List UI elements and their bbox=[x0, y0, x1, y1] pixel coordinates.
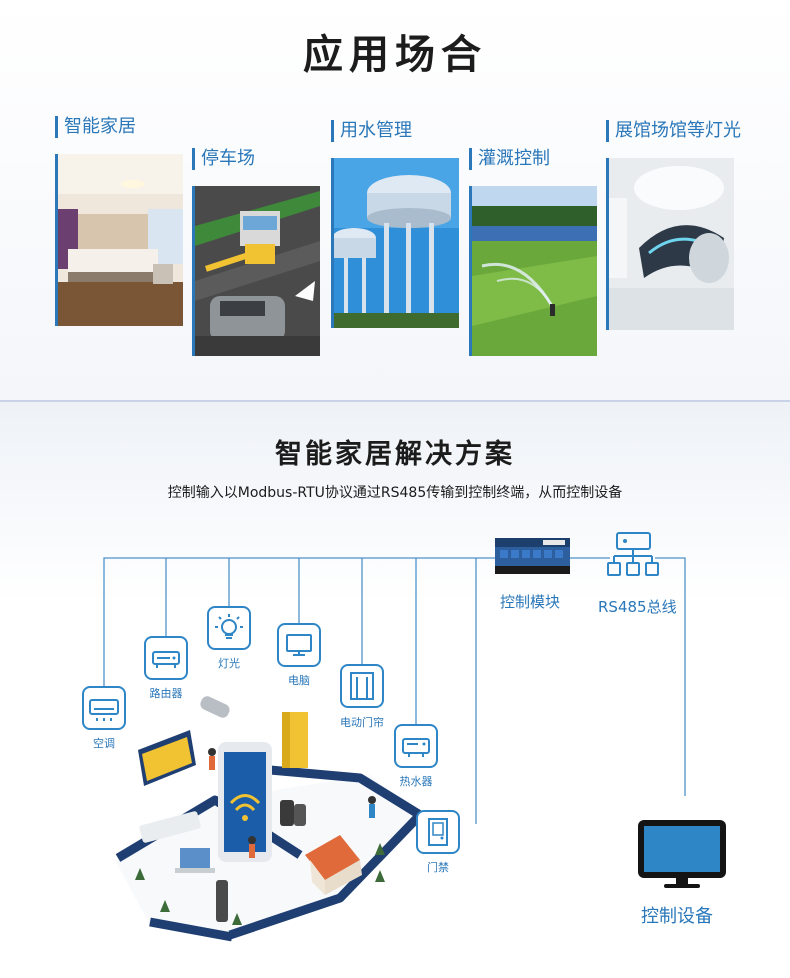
scene-label-exhibition: 展馆场馆等灯光 bbox=[606, 118, 741, 144]
connection-lines bbox=[103, 557, 686, 824]
computer-node bbox=[277, 623, 321, 667]
water-heater-icon bbox=[402, 738, 430, 757]
monitor-icon bbox=[286, 634, 312, 656]
air-conditioner-icon bbox=[89, 699, 119, 721]
smart-home-photo bbox=[55, 154, 183, 326]
door-access-node bbox=[416, 810, 460, 854]
door-access-icon bbox=[428, 818, 448, 846]
scene-exhibition-lighting: 展馆场馆等灯光 bbox=[606, 118, 790, 330]
router-icon bbox=[152, 651, 180, 668]
door-curtain-node bbox=[340, 664, 384, 708]
scene-label-smart-home: 智能家居 bbox=[55, 114, 136, 140]
control-module-label: 控制模块 bbox=[500, 593, 561, 611]
door-curtain-icon bbox=[350, 672, 374, 700]
scene-label-irrigation: 灌溉控制 bbox=[469, 146, 550, 172]
router-node bbox=[144, 636, 188, 680]
irrigation-photo bbox=[469, 186, 597, 356]
page-title: 应用场合 bbox=[303, 32, 487, 78]
control-terminal-icon bbox=[638, 820, 726, 888]
exhibition-hall-photo bbox=[606, 158, 734, 330]
device-label-router: 路由器 bbox=[149, 687, 183, 700]
scene-parking: 停车场 bbox=[192, 146, 322, 356]
device-label-computer: 电脑 bbox=[288, 674, 310, 687]
smart-home-illustration bbox=[115, 696, 425, 942]
solution-title: 智能家居解决方案 bbox=[275, 439, 515, 470]
control-terminal-label: 控制设备 bbox=[641, 906, 713, 927]
rs485-bus-label: RS485总线 bbox=[598, 598, 677, 616]
rs485-bus-icon bbox=[607, 532, 659, 576]
control-module-icon bbox=[495, 538, 570, 574]
air-conditioner-node bbox=[82, 686, 126, 730]
section-divider bbox=[0, 400, 790, 402]
solution-description: 控制输入以Modbus-RTU协议通过RS485传输到控制终端，从而控制设备 bbox=[167, 485, 623, 501]
scene-smart-home: 智能家居 bbox=[55, 114, 185, 330]
scene-label-water: 用水管理 bbox=[331, 118, 412, 144]
parking-photo bbox=[192, 186, 320, 356]
device-label-air-conditioner: 空调 bbox=[93, 737, 115, 750]
water-heater-node bbox=[394, 724, 438, 768]
light-bulb-icon bbox=[215, 614, 243, 639]
device-label-door-access: 门禁 bbox=[427, 861, 449, 874]
device-label-water-heater: 热水器 bbox=[399, 775, 433, 788]
scene-label-parking: 停车场 bbox=[192, 146, 255, 172]
device-label-door-curtain: 电动门帘 bbox=[340, 716, 384, 729]
device-label-light: 灯光 bbox=[218, 657, 240, 670]
water-tower-photo bbox=[331, 158, 459, 328]
scene-irrigation: 灌溉控制 bbox=[469, 146, 599, 356]
scene-water-management: 用水管理 bbox=[331, 118, 461, 330]
light-node bbox=[207, 606, 251, 650]
